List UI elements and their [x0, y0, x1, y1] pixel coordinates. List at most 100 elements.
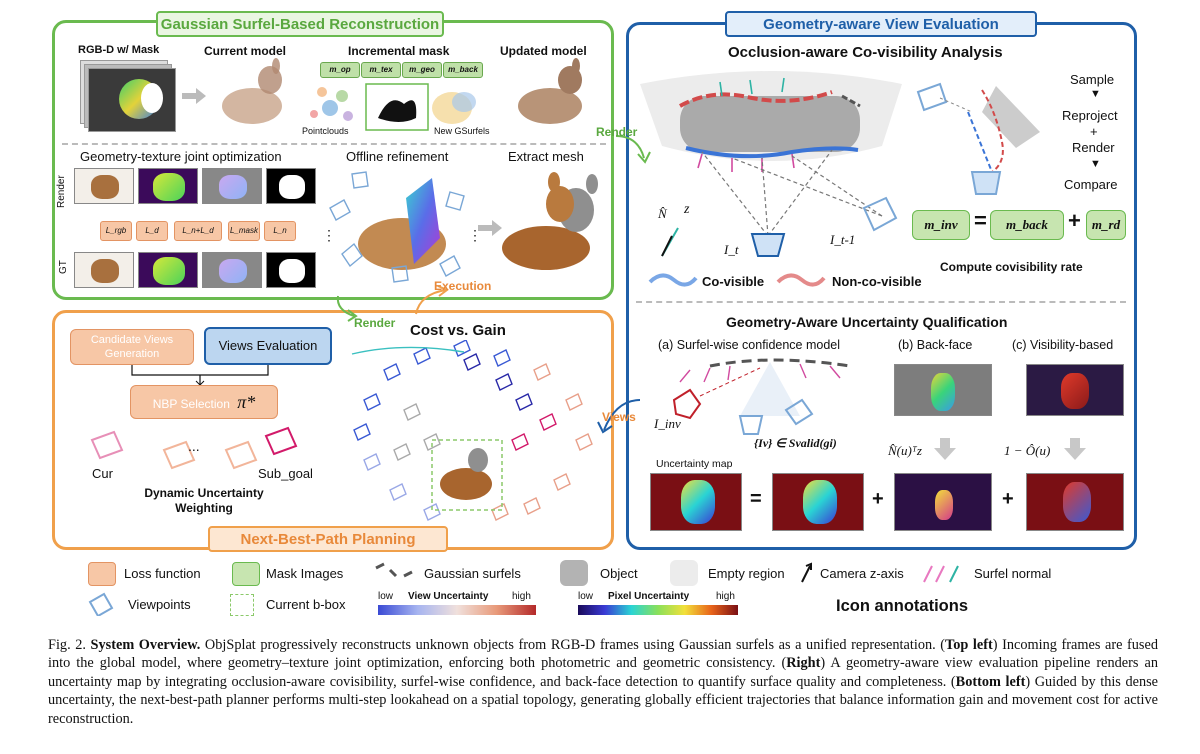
step-arrow-1: ▼: [1090, 88, 1101, 100]
render-mask-thumb: [266, 168, 316, 204]
loss-nd: L_n+L_d: [174, 221, 222, 241]
dynamic-weighting-label: Dynamic Uncertainty Weighting: [130, 486, 278, 516]
nbp-selection-label: NBP Selection: [152, 397, 230, 411]
one-minus-label: 1 − Ô(u): [1004, 443, 1051, 458]
svalid-label: {Iv} ∈ Svalid(gi): [754, 436, 837, 450]
backface-image: [894, 364, 992, 416]
gt-side-label: GT: [58, 260, 69, 274]
cam-it-label: I_t: [724, 242, 739, 257]
step-compare: Compare: [1064, 177, 1118, 192]
reconstruction-title: Gaussian Surfel-Based Reconstruction: [156, 11, 444, 37]
sub-b-label: (b) Back-face: [898, 338, 973, 352]
legend-empty-label: Empty region: [708, 566, 785, 581]
op-plus-1: +: [872, 488, 884, 510]
legend-camera-z-icon: [801, 562, 812, 583]
legend-mask-label: Mask Images: [266, 566, 344, 581]
view-evaluation-title: Geometry-aware View Evaluation: [725, 11, 1037, 37]
n-hat-label: N̂: [658, 206, 667, 221]
loss-n: L_n: [264, 221, 296, 241]
pix-unc-label: Pixel Uncertainty: [608, 591, 690, 602]
execution-arrow: [415, 286, 449, 315]
rgbd-frame-stack: [80, 60, 176, 132]
updated-model-label: Updated model: [500, 44, 587, 58]
cost-gain-label: Cost vs. Gain: [410, 322, 506, 339]
i-inv-label: I_inv: [654, 416, 681, 431]
legend-normal-icon: [923, 565, 959, 583]
formula-plus: +: [1068, 208, 1081, 233]
mask-chip-op: m_op: [320, 62, 360, 78]
eval-merge-arrow: [131, 365, 269, 385]
render-mid-label: Render: [354, 316, 396, 330]
pi-star-label: π*: [237, 392, 256, 412]
path-viewpoints: [90, 426, 298, 470]
current-model-label: Current model: [204, 44, 287, 58]
legend-surfel-label: Gaussian surfels: [424, 566, 521, 581]
caption-fig: Fig. 2.: [48, 637, 86, 653]
compute-rate-label: Compute covisibility rate: [940, 260, 1083, 274]
non-co-visible-wave: [776, 273, 826, 287]
loss-d: L_d: [136, 221, 168, 241]
views-arrow: [597, 399, 641, 434]
occlusion-title: Occlusion-aware Co-visibility Analysis: [728, 44, 1003, 61]
step-sample: Sample: [1070, 72, 1115, 87]
pointclouds-label: Pointclouds: [302, 126, 349, 136]
sub-a-label: (a) Surfel-wise confidence model: [658, 338, 841, 352]
gt-normal-thumb: [202, 252, 262, 288]
uncert-component-1: [772, 473, 864, 531]
caption-t3: ) A geometry-aware view evaluation pipel…: [48, 655, 1158, 690]
extracted-mesh-image: [502, 172, 598, 270]
offline-label: Offline refinement: [346, 149, 449, 164]
uncertainty-map-label: Uncertainty map: [656, 458, 733, 470]
legend-empty-swatch: [670, 560, 698, 586]
z-label: z: [684, 202, 690, 217]
path-dots-label: ...: [188, 438, 200, 454]
pixel-uncertainty-bar: [578, 605, 738, 615]
figure-caption: Fig. 2. System Overview. ObjSplat progre…: [48, 636, 1158, 728]
uncert-component-3: [1026, 473, 1124, 531]
render-depth-thumb: [138, 168, 198, 204]
execution-label: Execution: [434, 279, 492, 293]
step-render: Render: [1072, 140, 1115, 155]
formula-eq: =: [974, 208, 987, 233]
reprojection-diagram: [916, 82, 1040, 195]
op-plus-2: +: [1002, 488, 1014, 510]
render-normal-thumb: [202, 168, 262, 204]
formula-m-back: m_back: [990, 210, 1064, 240]
icon-annotations-label: Icon annotations: [836, 597, 968, 615]
caption-t1: ObjSplat progressively reconstructs unkn…: [200, 637, 946, 653]
sub-goal-label: Sub_goal: [258, 466, 313, 481]
legend-surfel-icon: [375, 562, 413, 578]
loss-rgb: L_rgb: [100, 221, 132, 241]
loss-mask: L_mask: [228, 221, 260, 241]
step-plus: +: [1090, 124, 1098, 139]
uncert-component-2: [894, 473, 992, 531]
view-uncertainty-bar: [378, 605, 536, 615]
planning-title: Next-Best-Path Planning: [208, 526, 448, 552]
caption-head: System Overview.: [90, 637, 201, 653]
gt-mask-thumb: [266, 252, 316, 288]
co-visible-wave: [648, 273, 698, 287]
surfel-confidence-diagram: [672, 358, 851, 435]
current-model-image: [222, 58, 282, 124]
op-eq: =: [750, 488, 762, 510]
caption-bottom-left: Bottom left: [955, 673, 1026, 690]
arrow-down-b: [934, 438, 956, 460]
render-top-label: Render: [596, 125, 638, 139]
legend-camera-z-label: Camera z-axis: [820, 566, 904, 581]
render-side-label: Render: [56, 175, 67, 208]
candidate-views-label: Candidate Views Generation: [90, 334, 174, 360]
cur-label: Cur: [92, 466, 113, 481]
caption-t2: ) Incoming frames are fused into the glo…: [48, 637, 1158, 672]
offline-refinement-image: ⋮ ⋮: [322, 171, 482, 283]
legend-mask-swatch: [232, 562, 260, 586]
render-rgb-thumb: [74, 168, 134, 204]
step-reproject: Reproject: [1062, 108, 1118, 123]
uncertainty-title: Geometry-Aware Uncertainty Qualification: [726, 314, 1008, 330]
top-panel-divider: [62, 143, 606, 145]
dynamic-weighting-text: Dynamic Uncertainty Weighting: [144, 486, 264, 515]
gt-rgb-thumb: [74, 252, 134, 288]
gt-depth-thumb: [138, 252, 198, 288]
pix-unc-high: high: [716, 591, 735, 602]
formula-m-inv: m_inv: [912, 210, 970, 240]
pix-unc-low: low: [578, 591, 594, 602]
